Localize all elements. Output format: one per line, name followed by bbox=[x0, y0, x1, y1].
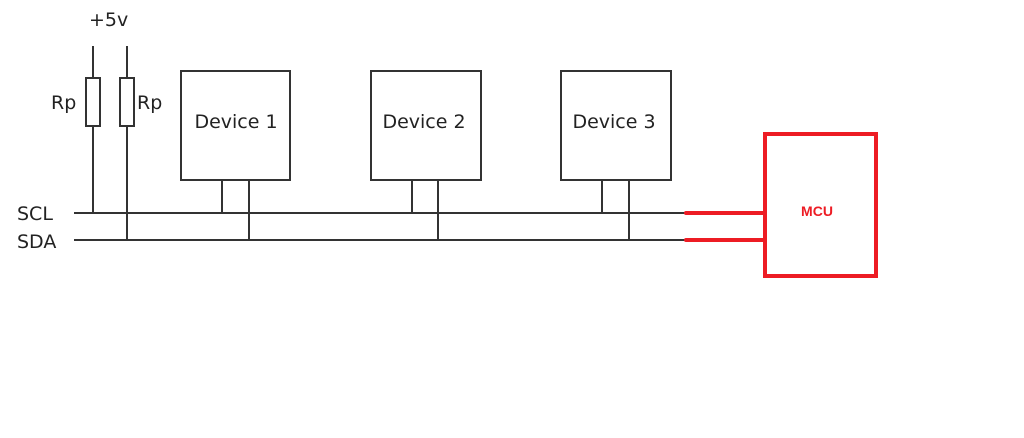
device-1-box bbox=[180, 70, 291, 181]
device-3-box bbox=[560, 70, 672, 181]
sda-label: SDA bbox=[17, 231, 56, 253]
scl-label: SCL bbox=[17, 203, 53, 225]
resistor-label-scl: Rp bbox=[51, 92, 76, 114]
supply-label: +5v bbox=[89, 9, 128, 31]
resistor-sda bbox=[119, 77, 135, 127]
device-3-label: Device 3 bbox=[572, 111, 655, 133]
resistor-label-sda: Rp bbox=[137, 92, 162, 114]
device-1-label: Device 1 bbox=[194, 111, 277, 133]
device-2-box bbox=[370, 70, 482, 181]
mcu-box bbox=[763, 132, 878, 278]
device-2-label: Device 2 bbox=[382, 111, 465, 133]
mcu-label: MCU bbox=[801, 203, 833, 219]
resistor-scl bbox=[85, 77, 101, 127]
